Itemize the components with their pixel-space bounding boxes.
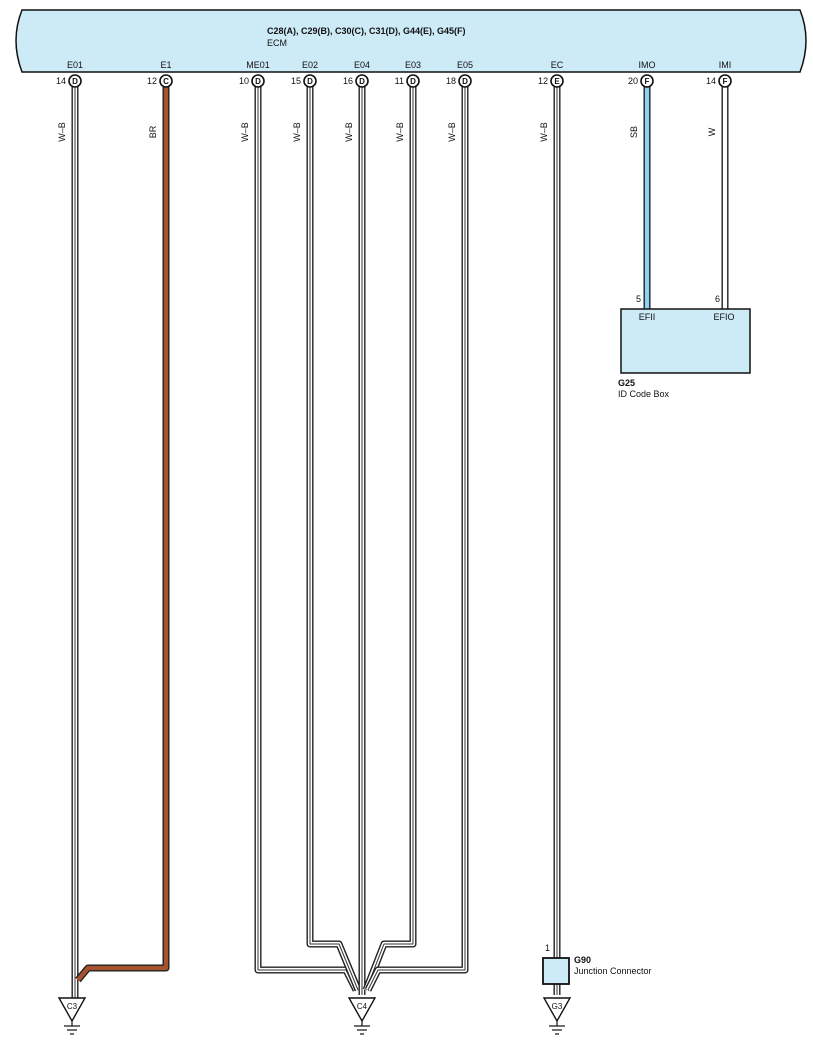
ecm-name: ECM: [267, 38, 287, 48]
pin-connector-9: F: [723, 77, 728, 86]
pin-number-3: 15: [291, 76, 301, 86]
ground-label-c3: C3: [67, 1002, 78, 1011]
pin-label-ec: EC: [551, 60, 564, 70]
ecm-pins: E01D14W–BE1C12BRME01D10W–BE02D15W–BE04D1…: [56, 60, 732, 142]
ground-triangle-1: [347, 997, 377, 1023]
pin-connector-2: D: [255, 77, 261, 86]
wire-stripe-5: [365, 81, 414, 991]
pin-number-4: 16: [343, 76, 353, 86]
pin-label-e05: E05: [457, 60, 473, 70]
pin-connector-1: C: [163, 77, 169, 86]
wire-outline-1: [75, 81, 170, 983]
pin-label-e02: E02: [302, 60, 318, 70]
pin-label-imi: IMI: [719, 60, 732, 70]
wire-color-9: W: [707, 127, 717, 136]
wires-layer: [71, 81, 729, 1000]
id-code-box: [620, 308, 751, 374]
wire-color-1: BR: [148, 125, 158, 138]
wire-color-4: W–B: [344, 122, 354, 142]
junction-name: Junction Connector: [574, 966, 652, 976]
pin-terminal-2: [251, 74, 265, 88]
pin-terminal-1: [159, 74, 173, 88]
pin-number-2: 10: [239, 76, 249, 86]
pin-connector-0: D: [72, 77, 78, 86]
pin-terminal-0: [68, 74, 82, 88]
wire-color-2: W–B: [240, 122, 250, 142]
pin-label-e04: E04: [354, 60, 370, 70]
ecm-block: [15, 9, 807, 73]
wire-stripe-3: [309, 81, 359, 991]
wire-color-3: W–B: [292, 122, 302, 142]
wire-color-5: W–B: [395, 122, 405, 142]
pin-label-e01: E01: [67, 60, 83, 70]
ground-triangle-2: [542, 997, 572, 1023]
pin-connector-3: D: [307, 77, 313, 86]
pin-label-imo: IMO: [639, 60, 656, 70]
ground-triangle-0: [57, 997, 87, 1023]
junction-id: G90: [574, 955, 591, 965]
pin-label-me01: ME01: [246, 60, 270, 70]
pin-terminal-3: [303, 74, 317, 88]
pin-connector-7: E: [554, 77, 560, 86]
wire-color-6: W–B: [447, 122, 457, 142]
pin-connector-5: D: [410, 77, 416, 86]
id-box-pin-label-efii: EFII: [639, 312, 656, 322]
grounds-layer: C3 C4 G3: [57, 997, 572, 1035]
pin-number-9: 14: [706, 76, 716, 86]
ground-label-g3: G3: [552, 1002, 563, 1011]
wire-outline-5: [362, 81, 417, 992]
junction-pin-num: 1: [545, 943, 550, 953]
junction-connector: [542, 957, 570, 985]
pin-label-e1: E1: [160, 60, 171, 70]
pin-terminal-8: [640, 74, 654, 88]
wire-stripe-6: [367, 81, 466, 991]
pin-terminal-7: [550, 74, 564, 88]
id-box-name: ID Code Box: [618, 389, 670, 399]
wire-fill-5: [364, 81, 416, 991]
wire-fill-1: [76, 81, 169, 982]
wire-fill-3: [307, 81, 360, 991]
pin-number-6: 18: [446, 76, 456, 86]
wire-color-0: W–B: [57, 122, 67, 142]
wire-outline-3: [306, 81, 362, 992]
pin-connector-8: F: [645, 77, 650, 86]
pin-terminal-5: [406, 74, 420, 88]
pin-number-5: 11: [395, 76, 404, 86]
pin-terminal-6: [458, 74, 472, 88]
id-box-id: G25: [618, 378, 635, 388]
pin-connector-6: D: [462, 77, 468, 86]
pin-number-0: 14: [56, 76, 66, 86]
pin-connector-4: D: [359, 77, 365, 86]
ground-label-c4: C4: [357, 1002, 368, 1011]
id-box-pin-num-efii: 5: [636, 294, 641, 304]
wire-color-8: SB: [629, 126, 639, 138]
id-box-pin-num-efio: 6: [715, 294, 720, 304]
pin-number-7: 12: [538, 76, 548, 86]
wire-color-7: W–B: [539, 122, 549, 142]
ecm-connector-list: C28(A), C29(B), C30(C), C31(D), G44(E), …: [267, 26, 466, 36]
pin-terminal-4: [355, 74, 369, 88]
pin-label-e03: E03: [405, 60, 421, 70]
pin-terminal-9: [718, 74, 732, 88]
pin-number-8: 20: [628, 76, 638, 86]
id-box-pin-label-efio: EFIO: [713, 312, 734, 322]
pin-number-1: 12: [147, 76, 157, 86]
